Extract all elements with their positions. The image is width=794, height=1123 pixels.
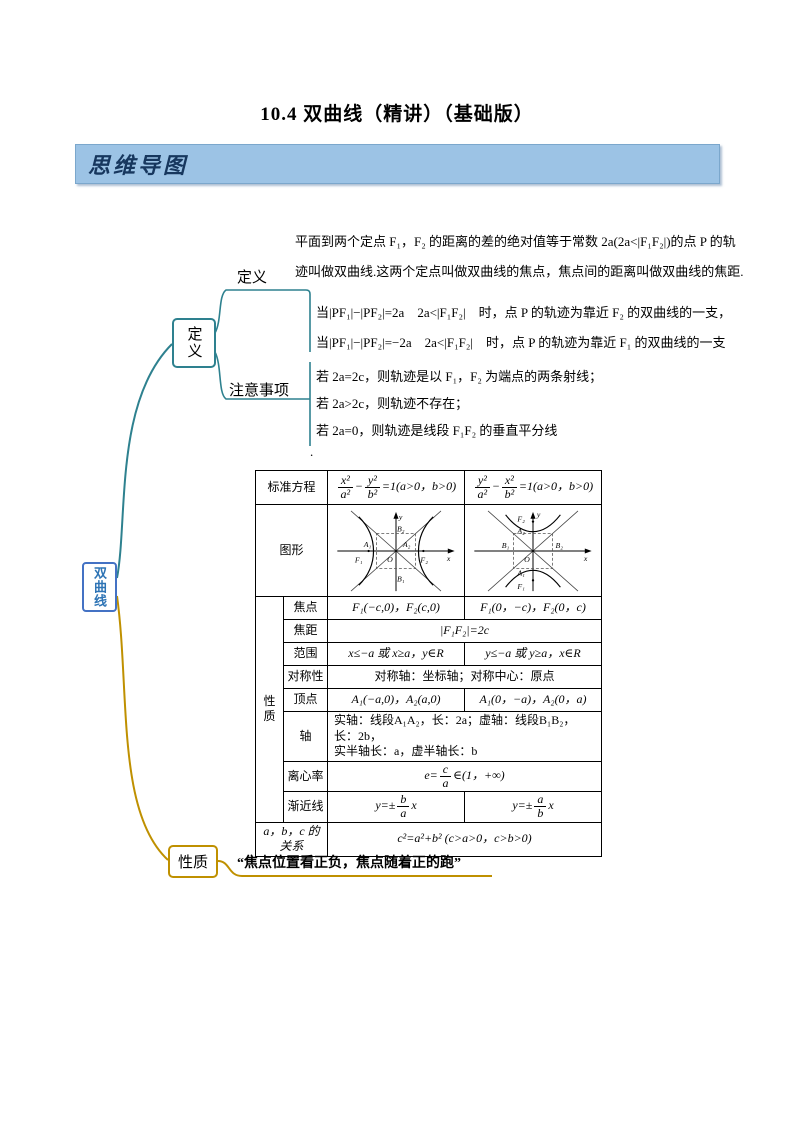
stray-period: . <box>310 444 314 459</box>
fig1-label-F2: F₂ <box>419 555 428 564</box>
cell-standard-equation-label: 标准方程 <box>254 470 329 505</box>
table-row-foci: 性质 焦点 F₁(−c,0)，F₂(c,0) F₁(0，−c)，F₂(0，c) <box>255 596 603 823</box>
root-node-label: 双曲线 <box>92 566 107 608</box>
axes-value-line2: 实半轴长：a，虚半轴长：b <box>334 744 478 759</box>
table-row-abc-relation: a，b，c 的关系 c²=a²+b² (c>a>0，c>b>0) <box>254 821 603 857</box>
fig2-label-O: O <box>524 554 530 563</box>
definition-text-line2: 迹叫做双曲线.这两个定点叫做双曲线的焦点，焦点间的距离叫做双曲线的焦距. <box>295 264 744 279</box>
cell-vertices-label: 顶点 <box>282 688 329 712</box>
table-row-axes: 轴 实轴：线段A₁A₂，长：2a；虚轴：线段B₁B₂，长：2b， 实半轴长：a，… <box>256 711 603 762</box>
cell-graph-horizontal: y x O B₂ B₁ A₁ F₁ A₂ F₂ <box>327 504 466 597</box>
hyperbola-figure-horizontal: y x O B₂ B₁ A₁ F₁ A₂ F₂ <box>337 510 455 591</box>
cell-range-1: x≤−a 或 x≥a，y∈R <box>327 642 466 666</box>
definition-case-1: 当|PF₁|−|PF₂|=2a 2a<|F₁F₂| 时，点 P 的轨迹为靠近 F… <box>316 305 732 320</box>
definition-node: 定义 <box>172 318 216 368</box>
fig2-label-B1: B₁ <box>502 541 510 550</box>
branch-root-to-properties <box>116 595 169 861</box>
note-item-2: 若 2a>2c，则轨迹不存在； <box>316 396 469 411</box>
cell-vertices-1: A₁(−a,0)，A₂(a,0) <box>327 688 466 712</box>
definition-branch-label: 定义 <box>237 270 268 286</box>
cell-abc-value: c²=a²+b² (c>a>0，c>b>0) <box>327 821 603 857</box>
fig2-label-A2: A₂ <box>516 526 525 535</box>
cell-axes-value: 实轴：线段A₁A₂，长：2a；虚轴：线段B₁B₂，长：2b， 实半轴长：a，虚半… <box>327 711 603 762</box>
banner-label: 思维导图 <box>88 153 189 178</box>
definition-node-label: 定义 <box>185 326 202 360</box>
cell-symmetry-value: 对称轴：坐标轴；对称中心：原点 <box>327 665 603 689</box>
properties-node: 性质 <box>168 845 218 878</box>
fig1-label-B1: B₁ <box>397 574 405 583</box>
fig2-label-F2: F₂ <box>516 514 525 523</box>
fig2-label-B2: B₂ <box>556 541 564 550</box>
cell-vertices-2: A₁(0，−a)，A₂(0，a) <box>464 688 603 712</box>
cell-range-label: 范围 <box>282 642 329 666</box>
fig2-label-x: x <box>583 553 588 562</box>
axes-value-line1: 实轴：线段A₁A₂，长：2a；虚轴：线段B₁B₂，长：2b， <box>334 713 576 743</box>
cell-asymptotes-label: 渐近线 <box>282 791 329 823</box>
table-row-symmetry: 对称性 对称轴：坐标轴；对称中心：原点 <box>256 665 603 689</box>
table-row-graph: 图形 y x O B₂ B₁ <box>254 504 603 597</box>
properties-node-label: 性质 <box>177 855 208 871</box>
cell-foci-1: F₁(−c,0)，F₂(c,0) <box>327 596 466 620</box>
cell-range-2: y≤−a 或 y≥a，x∈R <box>464 642 603 666</box>
cell-abc-label: a，b，c 的关系 <box>254 821 329 857</box>
cell-properties-label: 性质 <box>255 596 284 823</box>
cell-foci-label: 焦点 <box>282 596 329 620</box>
fig2-label-y: y <box>536 509 541 518</box>
cell-symmetry-label: 对称性 <box>282 665 329 689</box>
definition-case-2: 当|PF₁|−|PF₂|=−2a 2a<|F₁F₂| 时，点 P 的轨迹为靠近 … <box>316 335 726 350</box>
fig1-label-F1: F₁ <box>354 555 363 564</box>
cell-graph-vertical: y x O F₂ A₂ B₁ B₂ A₁ F₁ <box>464 504 603 597</box>
table-row-vertices: 顶点 A₁(−a,0)，A₂(a,0) A₁(0，−a)，A₂(0，a) <box>256 688 603 712</box>
fig1-label-A2: A₂ <box>402 540 411 549</box>
table-row-focal-distance: 焦距 |F₁F₂|=2c <box>256 619 603 643</box>
page-title: 10.4 双曲线（精讲）（基础版） <box>260 104 534 125</box>
fig1-label-O: O <box>387 554 393 563</box>
fig1-label-x: x <box>446 553 451 562</box>
hyperbola-figure-vertical: y x O F₂ A₂ B₁ B₂ A₁ F₁ <box>474 509 592 591</box>
note-item-1: 若 2a=2c，则轨迹是以 F₁，F₂ 为端点的两条射线； <box>316 369 603 384</box>
root-node-hyperbola: 双曲线 <box>82 562 117 612</box>
fig1-label-B2: B₂ <box>397 524 405 533</box>
cell-graph-label: 图形 <box>254 504 329 597</box>
fig1-label-y: y <box>398 512 403 521</box>
fig2-label-F1: F₁ <box>516 582 525 591</box>
note-item-3: 若 2a=0，则轨迹是线段 F₁F₂ 的垂直平分线 <box>316 423 558 438</box>
fig2-label-A1: A₁ <box>516 568 525 577</box>
cell-eccentricity-label: 离心率 <box>282 760 329 793</box>
fig1-label-A1: A₁ <box>363 540 372 549</box>
notes-branch-label: 注意事项 <box>229 383 290 399</box>
cell-foci-2: F₁(0，−c)，F₂(0，c) <box>464 596 603 620</box>
mindmap-banner: 思维导图 <box>75 144 720 184</box>
cell-focal-distance-label: 焦距 <box>282 619 329 643</box>
properties-quote: “焦点位置看正负，焦点随着正的跑” <box>237 856 461 871</box>
branch-root-to-definition <box>116 343 173 579</box>
cell-focal-distance-value: |F₁F₂|=2c <box>327 619 603 643</box>
definition-text-line1: 平面到两个定点 F₁，F₂ 的距离的差的绝对值等于常数 2a(2a<|F₁F₂|… <box>295 234 736 249</box>
branch-defbox-to-definition-label <box>214 289 311 352</box>
table-row-range: 范围 x≤−a 或 x≥a，y∈R y≤−a 或 y≥a，x∈R <box>256 642 603 666</box>
cell-axes-label: 轴 <box>282 711 329 762</box>
